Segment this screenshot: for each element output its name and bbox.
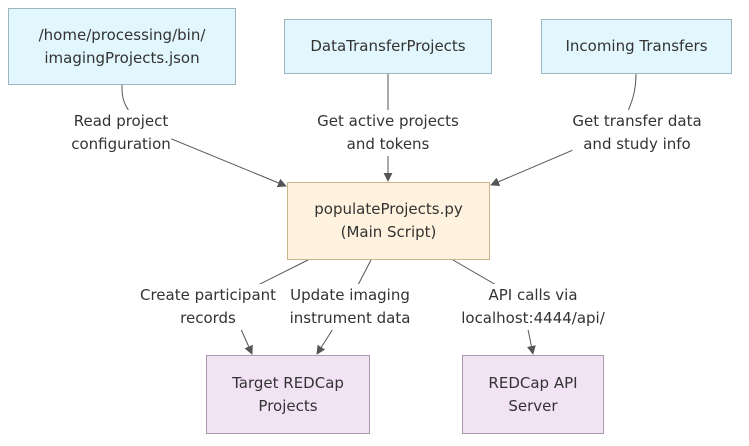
edge-label-get-active: Get active projects and tokens [317,110,459,156]
edge-label-read-config-line2: configuration [71,135,171,153]
edge-label-create-records-line1: Create participant [139,286,277,304]
node-config-file-line2: imagingProjects.json [44,48,200,67]
node-incoming-transfers-label: Incoming Transfers [565,37,708,55]
node-main-script: populateProjects.py (Main Script) [287,182,490,260]
edge-label-get-active-line2: and tokens [346,135,430,153]
edge-label-get-transfer: Get transfer data and study info [572,110,702,156]
edge-label-get-transfer-line1: Get transfer data [572,112,702,130]
node-main-script-line1: populateProjects.py [314,200,463,218]
edge-label-read-config-line1: Read project [73,112,169,130]
node-redcap-api-line1: REDCap API [488,373,578,392]
edge-label-update-imaging-line2: instrument data [289,309,411,327]
node-target-redcap-line1: Target REDCap [232,373,344,392]
edge-label-update-imaging-line1: Update imaging [290,286,410,304]
edge-label-api-calls: API calls via localhost:4444/api/ [461,284,605,330]
node-config-file: /home/processing/bin/ imagingProjects.js… [8,8,236,85]
edge-label-update-imaging: Update imaging instrument data [289,284,411,330]
node-main-script-line2: (Main Script) [340,223,437,241]
node-target-redcap: Target REDCap Projects [206,355,370,434]
node-data-transfer-projects: DataTransferProjects [284,19,492,74]
edge-label-get-active-line1: Get active projects [317,112,459,130]
edge-label-create-records-line2: records [180,309,236,327]
node-redcap-api: REDCap API Server [462,355,604,434]
node-config-file-line1: /home/processing/bin/ [38,25,206,44]
edge-label-api-calls-line2: localhost:4444/api/ [461,309,605,327]
node-data-transfer-projects-label: DataTransferProjects [310,37,466,55]
edge-label-get-transfer-line2: and study info [583,135,691,153]
node-incoming-transfers: Incoming Transfers [541,19,732,74]
edge-label-create-records: Create participant records [139,284,277,330]
edge-label-api-calls-line1: API calls via [488,286,578,304]
node-target-redcap-line2: Projects [258,396,318,415]
node-redcap-api-line2: Server [508,396,558,415]
edge-label-read-config: Read project configuration [71,110,171,156]
